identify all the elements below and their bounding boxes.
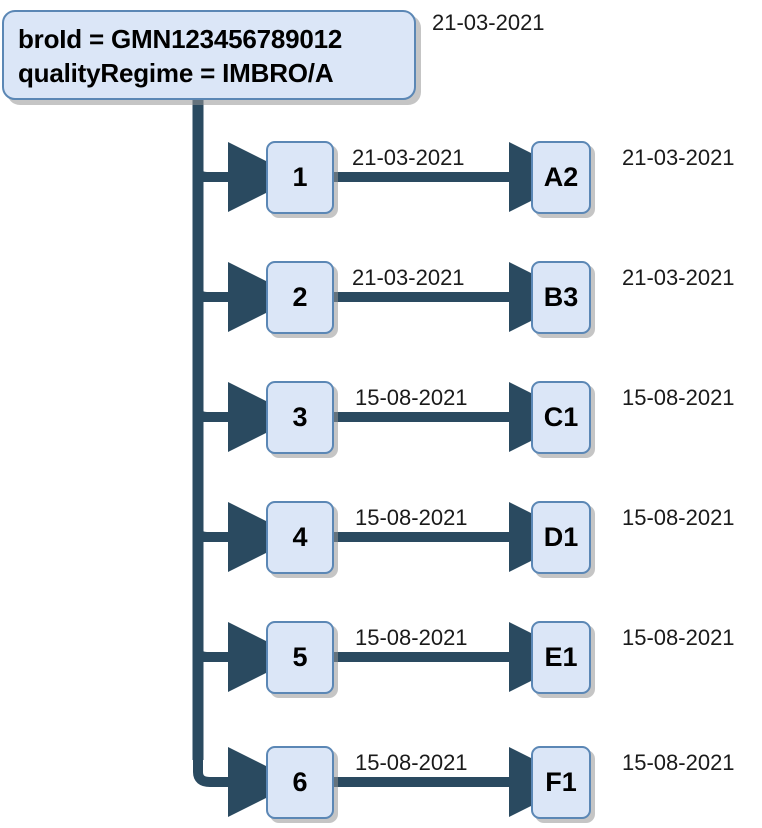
row-date-label-2: 21-03-2021 — [622, 265, 735, 290]
header-date-label: 21-03-2021 — [432, 10, 545, 35]
edge-date-label-4: 15-08-2021 — [355, 505, 468, 530]
edge-date-label-5: 15-08-2021 — [355, 625, 468, 650]
edge-date-label-2: 21-03-2021 — [352, 265, 465, 290]
sequence-box-5[interactable]: 5 — [266, 621, 334, 694]
event-box-5[interactable]: E1 — [531, 621, 591, 694]
branch-corner-1 — [193, 160, 212, 182]
event-box-label: B3 — [543, 282, 579, 312]
edge-date-label-3: 15-08-2021 — [355, 385, 468, 410]
sequence-box-label: 4 — [292, 522, 308, 552]
sequence-box-2[interactable]: 2 — [266, 261, 334, 334]
sequence-box-4[interactable]: 4 — [266, 501, 334, 574]
edge-date-label-6: 15-08-2021 — [355, 750, 468, 775]
header-line-quality-regime: qualityRegime = IMBRO/A — [18, 58, 334, 88]
event-box-label: E1 — [544, 642, 578, 672]
sequence-box-label: 3 — [292, 402, 308, 432]
event-box-label: C1 — [543, 402, 579, 432]
header-line-bro-id: broId = GMN123456789012 — [18, 24, 343, 54]
sequence-box-label: 5 — [292, 642, 308, 672]
branch-connector-6 — [193, 747, 298, 817]
sequence-box-3[interactable]: 3 — [266, 381, 334, 454]
event-box-4[interactable]: D1 — [531, 501, 591, 574]
event-box-1[interactable]: A2 — [531, 141, 591, 214]
sequence-box-label: 6 — [292, 767, 308, 797]
event-box-label: D1 — [543, 522, 579, 552]
branch-corner-4 — [193, 520, 212, 542]
row-date-label-3: 15-08-2021 — [622, 385, 735, 410]
branch-corner-3 — [193, 400, 212, 422]
event-box-label: F1 — [545, 767, 577, 797]
event-box-3[interactable]: C1 — [531, 381, 591, 454]
event-box-label: A2 — [543, 162, 579, 192]
row-date-label-5: 15-08-2021 — [622, 625, 735, 650]
branch-corner-2 — [193, 280, 212, 302]
sequence-box-1[interactable]: 1 — [266, 141, 334, 214]
event-box-6[interactable]: F1 — [531, 746, 591, 819]
event-box-2[interactable]: B3 — [531, 261, 591, 334]
row-date-label-4: 15-08-2021 — [622, 505, 735, 530]
sequence-box-6[interactable]: 6 — [266, 746, 334, 819]
branch-corner-5 — [193, 640, 212, 662]
row-date-label-1: 21-03-2021 — [622, 145, 735, 170]
sequence-box-label: 2 — [292, 282, 308, 312]
registration-header-box: broId = GMN123456789012 qualityRegime = … — [2, 10, 416, 100]
edge-date-label-1: 21-03-2021 — [352, 145, 465, 170]
sequence-box-label: 1 — [292, 162, 308, 192]
row-date-label-6: 15-08-2021 — [622, 750, 735, 775]
